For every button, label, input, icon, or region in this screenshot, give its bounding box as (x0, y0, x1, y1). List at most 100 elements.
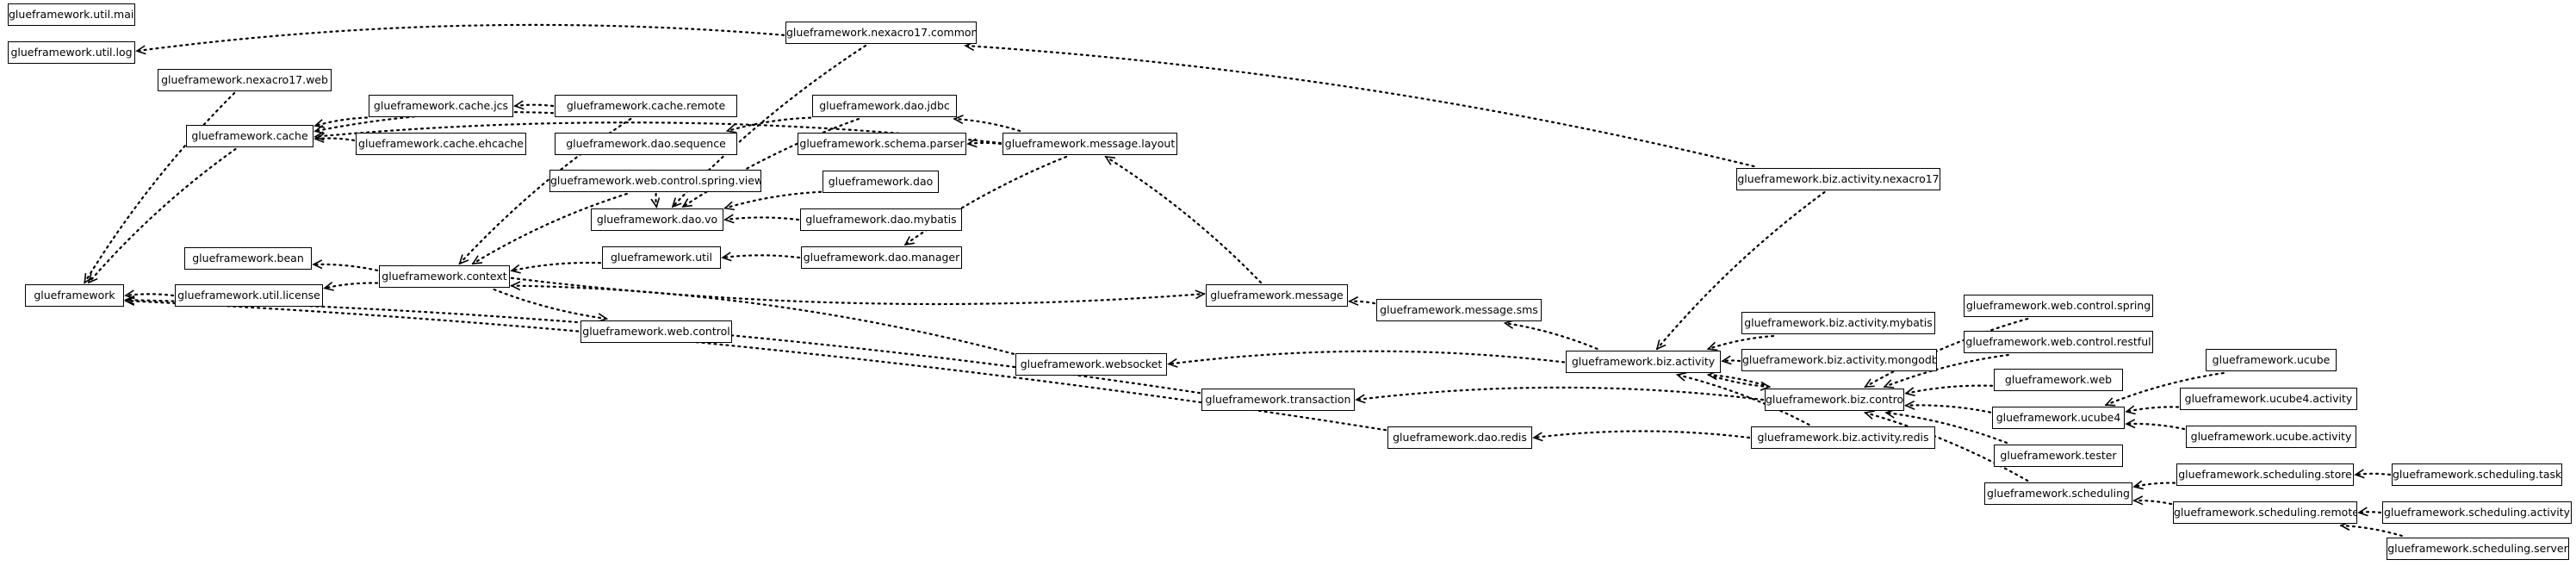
dependency-edge (1904, 404, 1992, 414)
dependency-edge (1504, 321, 1598, 351)
package-node-web-control-spring-view[interactable]: glueframework.web.control.spring.view (549, 170, 761, 192)
dependency-edge (1655, 190, 1826, 351)
package-node-dao-redis[interactable]: glueframework.dao.redis (1387, 426, 1532, 449)
dependency-arrowhead (2104, 397, 2116, 407)
package-node-cache-ehcache[interactable]: glueframework.cache.ehcache (356, 133, 526, 155)
dependency-arrowhead (1864, 378, 1875, 388)
dependency-edge (87, 147, 237, 284)
package-node-biz-activity-nexacro17[interactable]: glueframework.biz.activity.nexacro17 (1736, 168, 1940, 190)
dependency-arrowhead (312, 259, 323, 270)
dependency-arrowhead (87, 273, 98, 284)
dependency-arrowhead (510, 281, 521, 291)
package-node-bean[interactable]: glueframework.bean (184, 247, 312, 270)
dependency-edge (964, 44, 1755, 168)
dependency-arrowhead (458, 254, 469, 265)
package-node-websocket[interactable]: glueframework.websocket (1015, 353, 1167, 376)
package-node-cache[interactable]: glueframework.cache (186, 125, 313, 147)
dependency-arrowhead (725, 124, 737, 134)
package-node-util-mail[interactable]: glueframework.util.mail (8, 3, 135, 26)
dependency-edge (510, 284, 1015, 355)
package-node-web-control[interactable]: glueframework.web.control (580, 320, 732, 343)
package-node-dao-jdbc[interactable]: glueframework.dao.jdbc (812, 95, 957, 117)
dependency-edge (1721, 359, 1741, 363)
dependency-edge (966, 141, 1002, 146)
package-node-framework[interactable]: glueframework (25, 284, 124, 307)
package-node-transaction[interactable]: glueframework.transaction (1201, 389, 1355, 411)
package-node-scheduling-task[interactable]: glueframework.scheduling.task (2392, 463, 2562, 486)
dependency-edge (124, 300, 1387, 432)
dependency-edge (1355, 386, 1765, 401)
dependency-edge (124, 293, 175, 297)
dependency-edge (2340, 524, 2403, 538)
dependency-edge (313, 116, 369, 128)
dependency-edge (1707, 334, 1775, 351)
dependency-edge (493, 288, 608, 320)
package-node-util-log[interactable]: glueframework.util.log (8, 41, 135, 64)
dependency-arrowhead (2125, 419, 2136, 429)
package-node-web[interactable]: glueframework.web (1994, 369, 2123, 391)
package-node-biz-activity[interactable]: glueframework.biz.activity (1566, 351, 1721, 373)
package-node-nexacro17-common[interactable]: glueframework.nexacro17.common (785, 22, 977, 44)
dependency-edge (312, 263, 379, 271)
package-node-scheduling-remote[interactable]: glueframework.scheduling.remote (2173, 501, 2357, 524)
dependency-edge (2125, 422, 2186, 431)
dependency-arrowhead (1721, 355, 1732, 365)
dependency-edge (1707, 373, 1771, 389)
dependency-arrowhead (2132, 495, 2144, 506)
package-node-dao-mybatis[interactable]: glueframework.dao.mybatis (800, 208, 962, 231)
package-node-web-control-spring[interactable]: glueframework.web.control.spring (1964, 295, 2153, 317)
dependency-edge (721, 254, 801, 259)
dependency-arrowhead (1532, 432, 1543, 442)
package-node-dao-manager[interactable]: glueframework.dao.manager (801, 246, 962, 269)
package-node-util[interactable]: glueframework.util (602, 246, 721, 269)
package-node-ucube4-activity[interactable]: glueframework.ucube4.activity (2180, 388, 2357, 410)
dependency-arrowhead (1355, 394, 1366, 404)
package-node-scheduling-activity[interactable]: glueframework.scheduling.activity (2382, 501, 2572, 524)
package-node-biz-control[interactable]: glueframework.biz.control (1765, 389, 1904, 411)
package-node-cache-remote[interactable]: glueframework.cache.remote (555, 95, 737, 117)
package-node-biz-activity-mongodb[interactable]: glueframework.biz.activity.mongodb (1741, 349, 1937, 371)
package-node-message-sms[interactable]: glueframework.message.sms (1376, 299, 1542, 321)
package-node-nexacro17-web[interactable]: glueframework.nexacro17.web (158, 69, 332, 91)
package-node-dao[interactable]: glueframework.dao (822, 171, 939, 193)
package-node-ucube-activity[interactable]: glueframework.ucube.activity (2186, 426, 2356, 448)
package-node-context[interactable]: glueframework.context (379, 265, 510, 288)
package-node-biz-activity-mybatis[interactable]: glueframework.biz.activity.mybatis (1741, 312, 1935, 334)
package-node-message-layout[interactable]: glueframework.message.layout (1002, 133, 1177, 155)
dependency-edge (2354, 472, 2392, 476)
dependency-edge (135, 23, 785, 53)
dependency-edge (84, 91, 236, 284)
dependency-edge (1348, 300, 1376, 305)
package-node-ucube4[interactable]: glueframework.ucube4 (1992, 407, 2125, 429)
dependency-arrowhead (1904, 387, 1915, 397)
package-node-scheduling-store[interactable]: glueframework.scheduling.store (2176, 463, 2354, 486)
package-node-scheduling-server[interactable]: glueframework.scheduling.server (2387, 538, 2569, 560)
dependency-arrowhead (903, 235, 915, 246)
package-node-schema-parser[interactable]: glueframework.schema.parser (798, 133, 966, 155)
dependency-edge (472, 192, 628, 265)
dependency-edge (323, 282, 379, 289)
dependency-arrowhead (1167, 358, 1178, 368)
package-node-dao-sequence[interactable]: glueframework.dao.sequence (555, 133, 737, 155)
package-node-tester[interactable]: glueframework.tester (1994, 445, 2123, 467)
package-node-dao-vo[interactable]: glueframework.dao.vo (591, 208, 723, 231)
package-node-cache-jcs[interactable]: glueframework.cache.jcs (369, 95, 513, 117)
dependency-arrowhead (1104, 156, 1116, 165)
dependency-arrowhead (953, 115, 964, 125)
dependency-arrowhead (135, 45, 146, 55)
package-node-message[interactable]: glueframework.message (1206, 284, 1348, 307)
dependency-arrowhead (1675, 371, 1687, 382)
dependency-edge (510, 277, 1206, 306)
dependency-edge (953, 117, 1021, 133)
package-node-biz-activity-redis[interactable]: glueframework.biz.activity.redis (1751, 426, 1935, 449)
package-node-util-license[interactable]: glueframework.util.license (175, 284, 323, 307)
package-node-ucube[interactable]: glueframework.ucube (2206, 349, 2337, 371)
dependency-arrowhead (471, 255, 483, 264)
package-node-scheduling[interactable]: glueframework.scheduling (1984, 482, 2132, 505)
dependency-arrowhead (2132, 480, 2144, 490)
dependency-arrowhead (2125, 405, 2136, 415)
dependency-arrowhead (513, 100, 525, 110)
dependency-edge (1904, 384, 1994, 395)
package-node-web-control-restful[interactable]: glueframework.web.control.restful (1964, 331, 2153, 353)
